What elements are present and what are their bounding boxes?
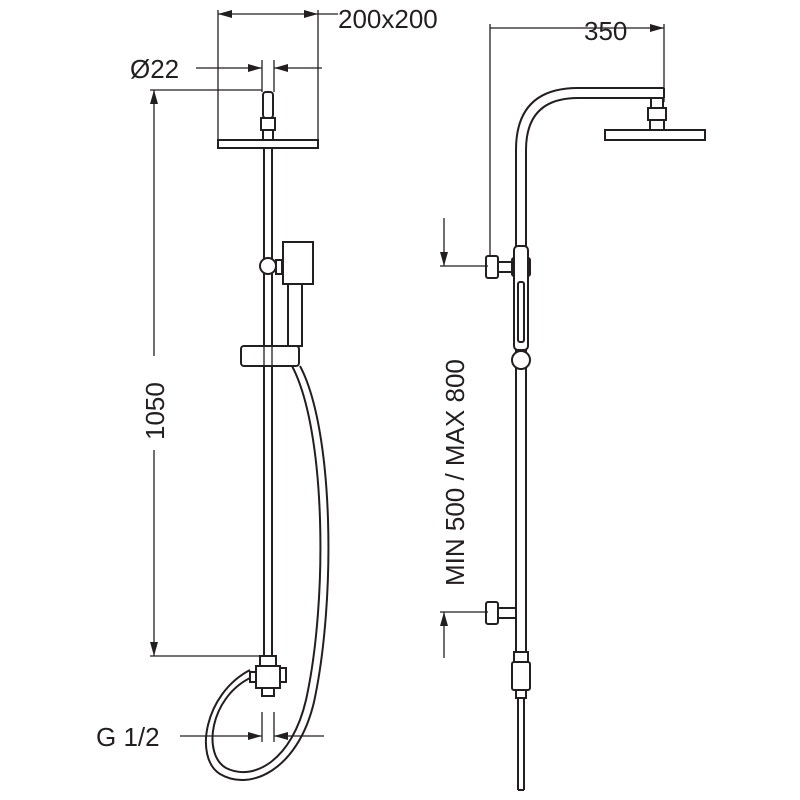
hand-shower-front	[240, 241, 314, 367]
diverter-side	[511, 651, 531, 791]
height-label: 1050	[140, 382, 170, 440]
overhead-shower-front	[217, 91, 319, 149]
lower-wall-bracket	[485, 601, 517, 625]
side-view: 350	[440, 16, 706, 791]
shower-arm-side	[515, 87, 665, 660]
front-view: 200x200 Ø22	[96, 4, 438, 781]
height-dimension: 1050	[140, 89, 262, 657]
head-size-label: 200x200	[338, 4, 438, 34]
diverter-front	[249, 655, 287, 697]
thread-dimension: G 1/2	[96, 712, 324, 752]
head-size-dimension: 200x200	[217, 4, 438, 148]
arm-reach-dimension: 350	[489, 16, 665, 272]
hand-shower-side	[511, 245, 531, 370]
riser-front	[263, 148, 273, 656]
pipe-diameter-dimension: Ø22	[130, 54, 322, 92]
overhead-shower-side	[604, 97, 706, 141]
hose-front	[204, 365, 330, 781]
bracket-range-label: MIN 500 / MAX 800	[440, 359, 470, 586]
thread-label: G 1/2	[96, 722, 160, 752]
pipe-diameter-label: Ø22	[130, 54, 179, 84]
arm-reach-label: 350	[584, 16, 627, 46]
bracket-range-dimension: MIN 500 / MAX 800	[440, 218, 488, 658]
